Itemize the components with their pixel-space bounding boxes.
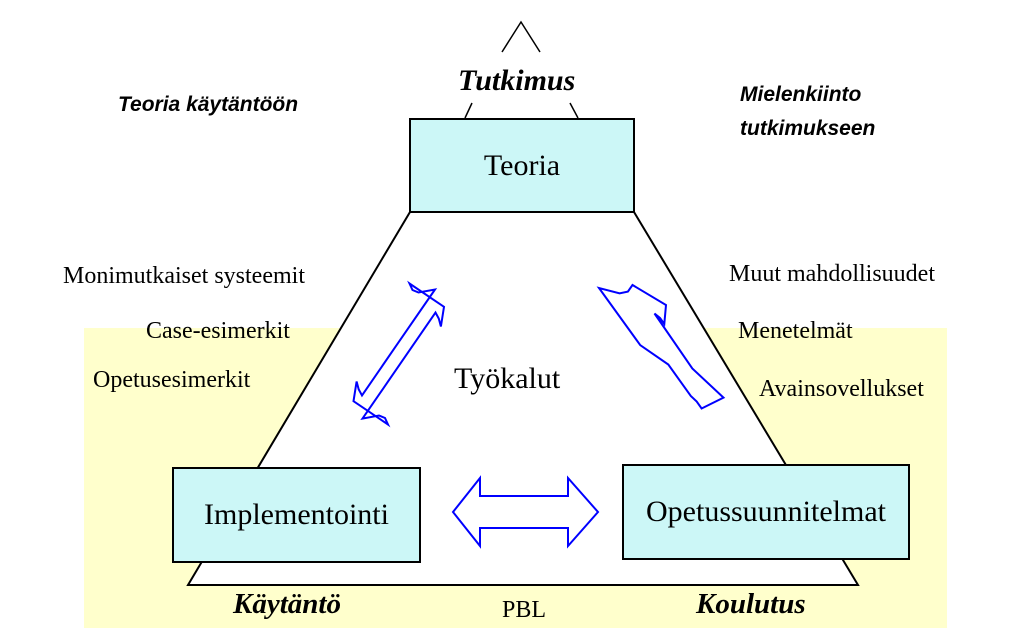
right-item-muut: Muut mahdollisuudet: [729, 261, 935, 287]
node-teoria-label: Teoria: [483, 148, 561, 182]
corner-koulutus: Koulutus: [696, 588, 806, 620]
apex-left-edge: [464, 102, 473, 119]
left-item-case-esimerkit: Case-esimerkit: [146, 318, 290, 344]
node-opetussuunnitelmat-label: Opetussuunnitelmat: [646, 495, 886, 528]
apex-outline: [501, 20, 541, 53]
center-tyokalut: Työkalut: [454, 362, 561, 395]
node-implementointi-label: Implementointi: [204, 498, 389, 531]
corner-tutkimus: Tutkimus: [458, 64, 576, 97]
corner-kaytanto: Käytäntö: [233, 588, 341, 620]
double-arrow-icon-bottom: [451, 475, 600, 549]
apex-right-edge: [569, 102, 579, 119]
right-item-menetelmat: Menetelmät: [738, 318, 853, 344]
left-item-opetusesimerkit: Opetusesimerkit: [93, 367, 251, 393]
double-arrow-icon-right: [596, 283, 726, 410]
edge-mielenkiinto-line2: tutkimukseen: [740, 117, 876, 140]
node-implementointi: Implementointi: [172, 467, 421, 563]
node-opetussuunnitelmat: Opetussuunnitelmat: [622, 464, 910, 560]
node-teoria: Teoria: [409, 118, 635, 213]
right-item-avainsovellukset: Avainsovellukset: [759, 376, 924, 402]
edge-mielenkiinto-line1: Mielenkiinto: [740, 83, 862, 106]
edge-pbl: PBL: [502, 597, 547, 623]
left-item-monimutkaiset: Monimutkaiset systeemit: [63, 263, 305, 289]
edge-teoria-kaytantoon: Teoria käytäntöön: [118, 93, 299, 116]
double-arrow-icon-left: [352, 280, 446, 428]
